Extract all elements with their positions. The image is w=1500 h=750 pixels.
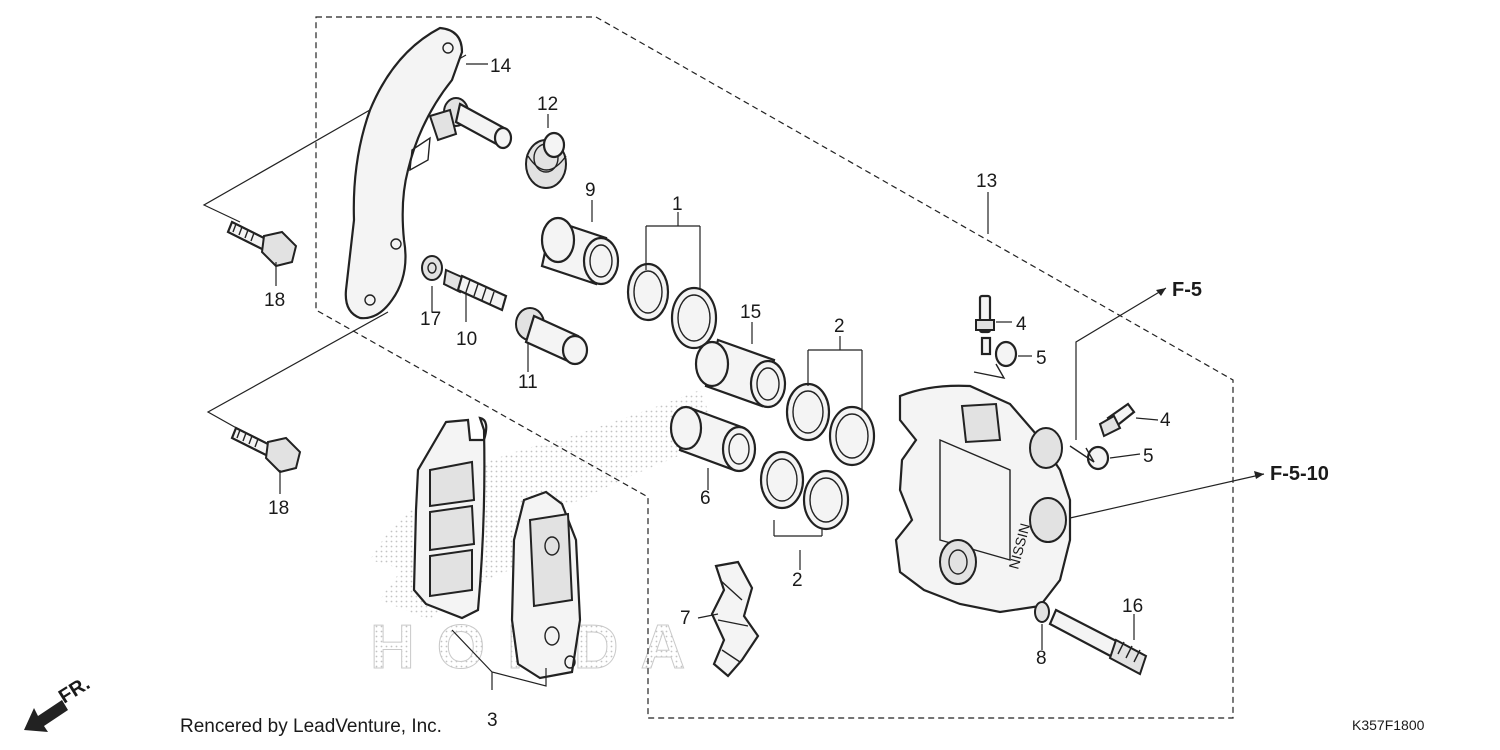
bleeder-cap-lower — [1069, 445, 1110, 471]
reference-f510: F-5-10 — [1270, 463, 1329, 485]
callout-2-lower: 2 — [792, 570, 803, 591]
piston-lower — [669, 405, 757, 473]
caliper-body: NISSIN — [894, 384, 1072, 614]
render-credit: Rencered by LeadVenture, Inc. — [180, 716, 442, 737]
brake-pad-inner — [510, 490, 582, 680]
seal-set-upper — [626, 262, 718, 350]
caliper-assembly-outline — [315, 16, 1234, 719]
callout-2-upper: 2 — [834, 316, 845, 337]
callout-10: 10 — [456, 329, 477, 350]
bleeder-screw-upper — [975, 294, 995, 356]
bleeder-screw-lower — [1098, 402, 1136, 438]
callout-18-lower: 18 — [268, 498, 289, 519]
pin-bolt — [442, 268, 508, 312]
bleeder-cap-upper — [973, 340, 1018, 379]
diagram-code: K357F1800 — [1352, 717, 1425, 733]
brake-pad-outer — [412, 416, 488, 620]
callout-18-upper: 18 — [264, 290, 285, 311]
seal-set-2-upper — [785, 382, 876, 467]
callout-16: 16 — [1122, 596, 1143, 617]
boot — [525, 131, 567, 189]
callout-leaders — [275, 63, 1265, 690]
callout-5-lower: 5 — [1143, 446, 1154, 467]
piston-upper — [540, 216, 620, 286]
callout-labels: 14 12 9 1 13 15 2 2 6 7 17 10 11 18 18 3… — [264, 56, 1171, 731]
sleeve — [515, 307, 589, 366]
nut — [421, 255, 443, 281]
caliper-bracket — [344, 26, 464, 320]
piston-middle — [694, 338, 787, 409]
callout-9: 9 — [585, 180, 596, 201]
callout-6: 6 — [700, 488, 711, 509]
reference-f5: F-5 — [1172, 279, 1202, 301]
callout-17: 17 — [420, 309, 441, 330]
callout-3: 3 — [487, 710, 498, 731]
callout-4-lower: 4 — [1160, 410, 1171, 431]
callout-14: 14 — [490, 56, 512, 77]
pad-spring — [710, 560, 760, 678]
callout-12: 12 — [537, 94, 558, 115]
bracket-pin — [428, 97, 513, 150]
front-arrow-icon — [24, 700, 68, 732]
seal-set-2-lower — [759, 450, 850, 531]
callout-11: 11 — [518, 372, 538, 393]
callout-13: 13 — [976, 171, 997, 192]
callout-7: 7 — [680, 608, 691, 629]
bolt-upper — [226, 220, 298, 268]
callout-1: 1 — [672, 194, 683, 215]
callout-4-upper: 4 — [1016, 314, 1027, 335]
callout-15: 15 — [740, 302, 761, 323]
bolt-lower — [230, 426, 302, 474]
callout-8: 8 — [1036, 648, 1047, 669]
front-direction-indicator: FR. — [24, 673, 94, 732]
callout-5-upper: 5 — [1036, 348, 1047, 369]
washer — [1034, 601, 1050, 623]
pad-pin — [1048, 608, 1148, 676]
